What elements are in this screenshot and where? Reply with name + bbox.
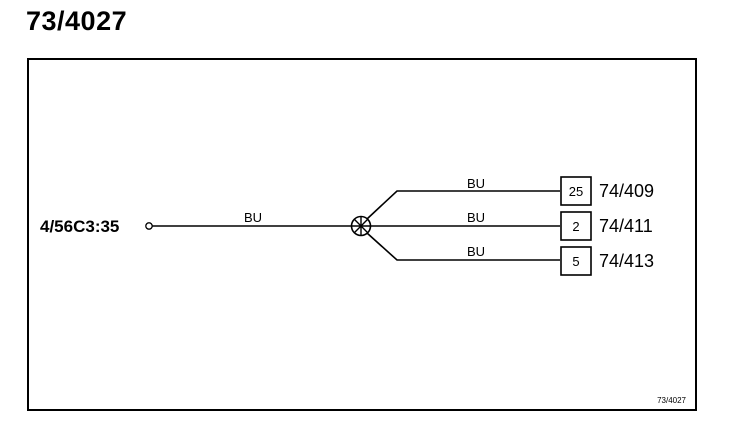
destination-label-1: 74/409 xyxy=(599,181,654,201)
branch-3-color-label: BU xyxy=(467,244,485,259)
source-connector-label: 4/56C3:35 xyxy=(40,217,119,236)
splice-icon xyxy=(350,215,372,237)
destination-label-3: 74/413 xyxy=(599,251,654,271)
branch-1-color-label: BU xyxy=(467,176,485,191)
branch-2-color-label: BU xyxy=(467,210,485,225)
branch-wire-3 xyxy=(366,232,560,261)
destination-label-2: 74/411 xyxy=(599,216,653,236)
diagram-frame xyxy=(27,58,697,411)
page-title: 73/4027 xyxy=(26,6,128,36)
source-terminal-icon xyxy=(145,222,153,230)
pin-box-3 xyxy=(560,246,592,276)
branch-wire-1 xyxy=(366,190,560,220)
pin-number-2: 2 xyxy=(572,219,579,234)
reference-label: 73/4027 xyxy=(657,396,686,405)
pin-number-3: 5 xyxy=(572,254,579,269)
pin-box-1 xyxy=(560,176,592,206)
main-wire-color-label: BU xyxy=(244,210,262,225)
pin-number-1: 25 xyxy=(569,184,583,199)
pin-box-2 xyxy=(560,211,592,241)
